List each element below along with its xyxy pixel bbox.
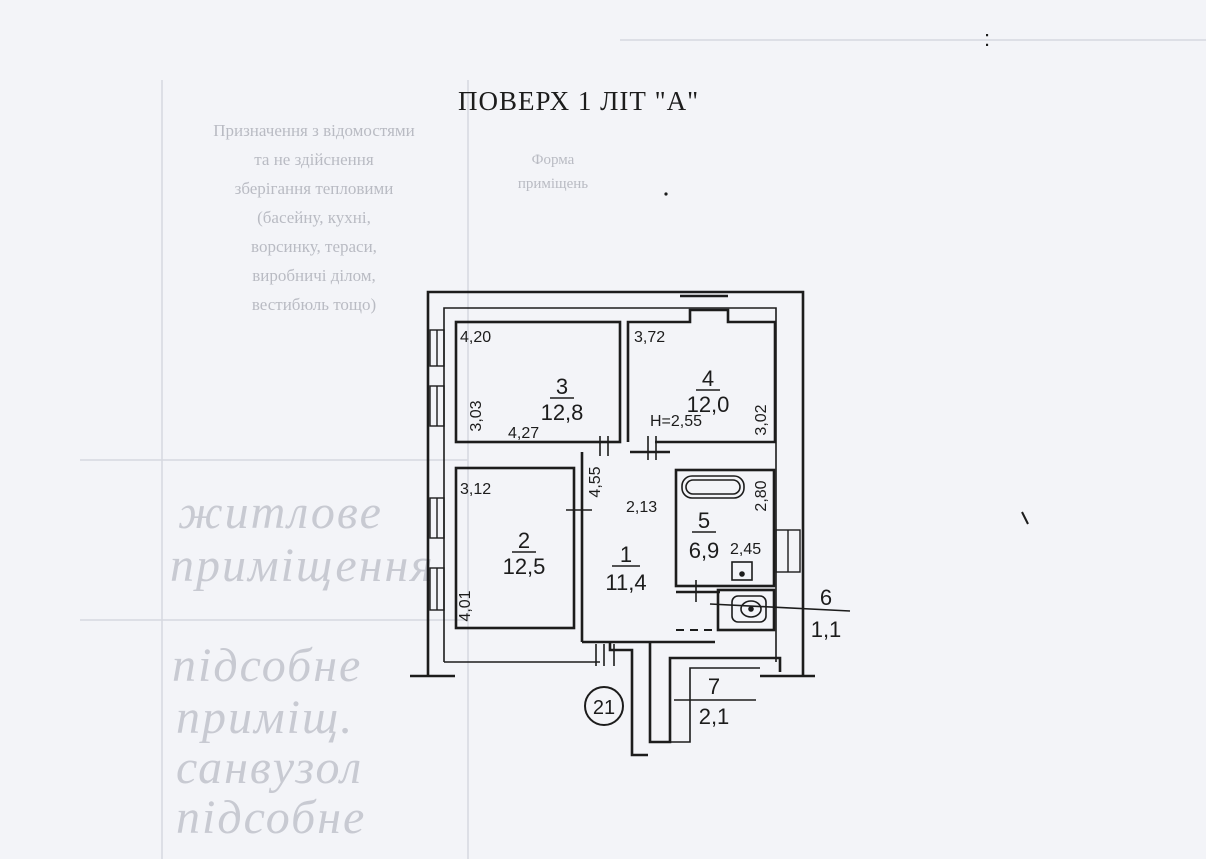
bg-line: виробничі ділом, <box>252 266 376 285</box>
toilet-icon <box>731 595 767 623</box>
outer-wall-inner <box>443 307 777 662</box>
room-7-label: 7 2,1 <box>699 674 730 729</box>
floor-title: ПОВЕРХ 1 ЛІТ "А" <box>458 86 700 116</box>
dim-room2-height: 4,01 <box>457 590 474 621</box>
room-5-label: 5 6,9 <box>689 508 720 563</box>
room-6-outline <box>716 588 776 632</box>
speck <box>664 192 668 196</box>
room-5-number: 5 <box>698 508 710 533</box>
room-6-area: 1,1 <box>811 617 842 642</box>
dim-ceiling-height: Н=2,55 <box>650 413 702 430</box>
room-5-outline <box>674 468 776 588</box>
bg-line: ворсинку, тераси, <box>251 237 377 256</box>
outer-wall-outer <box>426 290 805 676</box>
entry-wall-left <box>608 642 648 757</box>
bathtub-icon <box>681 475 745 499</box>
room-3-outline <box>454 320 622 444</box>
room-4-label: 4 12,0 <box>687 366 730 417</box>
room-2-area: 12,5 <box>503 554 546 579</box>
handwriting-5: санвузол <box>176 741 364 794</box>
speck-colon: : <box>984 26 990 51</box>
dim-room3-bottom: 4,27 <box>508 425 539 442</box>
handwriting-2: приміщення <box>170 539 435 592</box>
bg-line: Форма <box>531 152 575 168</box>
room-4-number: 4 <box>702 366 714 391</box>
room-6-label: 6 1,1 <box>811 585 842 642</box>
marker-number: 21 <box>593 697 615 719</box>
room-2-number: 2 <box>518 528 530 553</box>
door-icon <box>566 436 697 666</box>
dim-room4-height: 3,02 <box>753 404 770 435</box>
room-3-area: 12,8 <box>541 400 584 425</box>
entry-wall-inner <box>656 667 760 743</box>
room-5-area: 6,9 <box>689 538 720 563</box>
background-column-text: Призначення з відомостями та не здійснен… <box>168 116 460 319</box>
bg-line: вестибюль тощо) <box>251 295 377 314</box>
bg-line: Призначення з відомостями <box>213 121 415 140</box>
circled-marker: 21 <box>584 686 624 726</box>
room-2-label: 2 12,5 <box>503 528 546 579</box>
handwriting-1: житлове <box>178 486 383 539</box>
dim-room3-height: 3,03 <box>468 400 485 431</box>
bg-line: зберігання тепловими <box>234 179 394 198</box>
room-3-label: 3 12,8 <box>541 374 584 425</box>
dim-room2-width: 3,12 <box>460 481 491 498</box>
dim-hall-length: 4,55 <box>587 466 604 497</box>
room-1-area: 11,4 <box>605 570 646 595</box>
handwriting-6: підсобне <box>176 791 367 844</box>
room-3-number: 3 <box>556 374 568 399</box>
handwriting-4: приміщ. <box>176 691 355 744</box>
window-icon <box>429 329 801 611</box>
sink-icon <box>731 561 753 581</box>
room-6-leader <box>709 603 851 612</box>
room-1-number: 1 <box>620 542 632 567</box>
room-7-number: 7 <box>708 674 720 699</box>
room-2-outline <box>454 466 576 630</box>
room-7-area: 2,1 <box>699 704 730 729</box>
room-6-number: 6 <box>820 585 832 610</box>
dim-hall-width: 2,13 <box>626 499 657 516</box>
entry-wall-mid <box>648 642 782 744</box>
handwriting-3: підсобне <box>172 639 363 692</box>
bg-line: та не здійснення <box>254 150 374 169</box>
room-4-area: 12,0 <box>687 392 730 417</box>
dim-room5-height: 2,80 <box>753 480 770 511</box>
dim-room5-width: 2,45 <box>730 541 761 558</box>
room-4-outline <box>626 308 777 444</box>
room-1-label: 1 11,4 <box>605 542 646 595</box>
bg-line: (басейну, кухні, <box>257 208 371 227</box>
dim-room3-width: 4,20 <box>460 329 491 346</box>
speck-mark <box>1021 511 1029 525</box>
bg-line: приміщень <box>517 176 589 192</box>
dim-room4-width: 3,72 <box>634 329 665 346</box>
background-form-label: Форма приміщень <box>488 148 618 196</box>
